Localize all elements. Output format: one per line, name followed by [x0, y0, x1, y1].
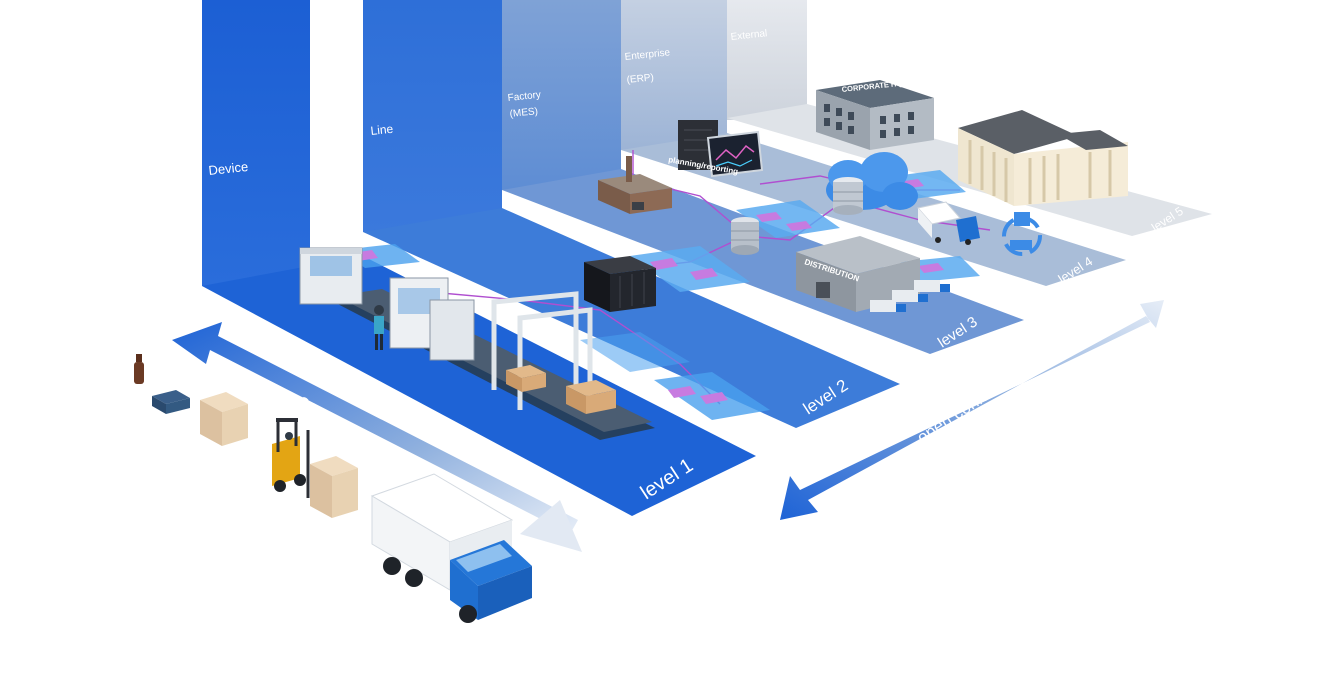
server-icon — [584, 256, 656, 312]
database-icon — [731, 217, 759, 255]
level-2-strip: level 2 — [363, 208, 900, 428]
data-panel-level1 — [654, 372, 770, 420]
bottle-icon — [134, 354, 144, 384]
warehouse-icon: DISTRIBUTION — [796, 236, 950, 312]
column-external: External — [727, 0, 807, 120]
palletizer-frame — [491, 291, 593, 410]
worker-icon — [374, 305, 384, 350]
forklift-icon — [272, 418, 358, 518]
column-device-label: Device — [208, 159, 249, 178]
column-enterprise-label-2: (ERP) — [626, 72, 654, 86]
column-line-label: Line — [370, 122, 394, 138]
column-device: Device — [202, 0, 310, 286]
truck-small-icon — [917, 201, 980, 245]
planning-reporting: planning/reporting — [668, 120, 764, 178]
office-building-icon: CORPORATE HQ — [816, 79, 934, 150]
production-line — [299, 247, 655, 440]
column-factory-label-2: (MES) — [509, 106, 538, 120]
level-1-strip: level 1 — [202, 256, 756, 516]
pallet-boxes-icon — [200, 392, 248, 446]
truck-icon — [370, 473, 532, 623]
boxes-on-line-icon — [506, 365, 616, 414]
machine-module-1 — [299, 247, 363, 305]
column-external-label: External — [730, 28, 768, 43]
cloud-database-icon — [833, 177, 863, 215]
column-factory-label-1: Factory — [507, 90, 541, 104]
machine-module-3 — [429, 299, 475, 361]
monitor-icon — [706, 130, 764, 178]
column-line: Line — [363, 0, 502, 232]
bottle-pack-icon — [152, 390, 190, 414]
data-panel-level2 — [630, 246, 750, 292]
bank-building-icon — [958, 110, 1128, 206]
factory-icon — [598, 156, 672, 214]
open-connectivity-label: open connectivity — [914, 358, 1034, 447]
column-factory: Factory (MES) — [502, 0, 621, 190]
supply-chain-icon — [1002, 212, 1042, 256]
delivery-vans-icon — [870, 280, 950, 312]
column-enterprise-label-1: Enterprise — [624, 47, 671, 63]
